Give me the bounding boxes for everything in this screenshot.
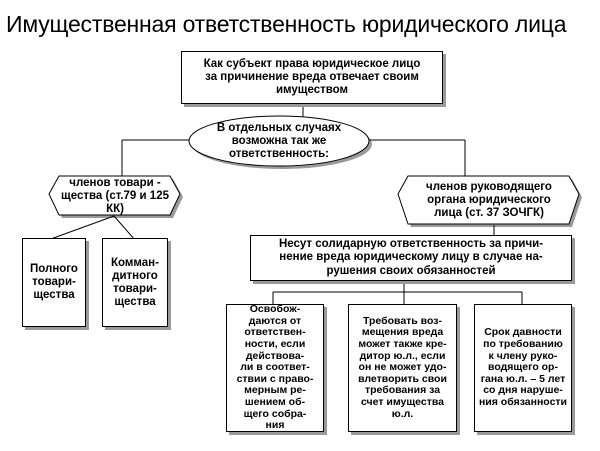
line-members-full [47, 215, 115, 241]
node-limitation: Срок давности по требованию к члену руко… [474, 304, 572, 432]
members-hex-shape [48, 175, 181, 216]
management-hex-shape [397, 175, 580, 225]
node-solidary-text: Несут солидарную ответственность за прич… [278, 237, 544, 277]
node-exempt-text: Освобож- даются от ответствен- ности, ес… [236, 304, 314, 432]
node-root-text: Как субъект права юридическое лицо за пр… [203, 58, 421, 96]
node-oval-text: В отдельных случаях возможна так же отве… [216, 121, 342, 160]
node-full-partnership: Полного товари- щества [22, 238, 86, 327]
line-members-limited [113, 215, 136, 241]
node-demand-text: Требовать воз- мещения вреда может также… [358, 314, 447, 420]
node-demand: Требовать воз- мещения вреда может также… [348, 304, 457, 432]
node-limited-partnership-text: Комман- дитного товари- щества [111, 256, 159, 308]
node-limited-partnership: Комман- дитного товари- щества [102, 238, 168, 327]
diagram-title: Имущественная ответственность юридическо… [6, 11, 567, 37]
node-limitation-text: Срок давности по требованию к члену руко… [478, 326, 568, 408]
node-solidary: Несут солидарную ответственность за прич… [250, 235, 572, 281]
node-members-text: членов товари - щества (ст.79 и 125 КК) [61, 176, 169, 215]
oval-shape [188, 115, 370, 167]
node-exempt: Освобож- даются от ответствен- ности, ес… [226, 304, 324, 432]
node-oval: В отдельных случаях возможна так же отве… [199, 118, 359, 164]
node-management: членов руководящего органа юридического … [406, 177, 572, 224]
node-full-partnership-text: Полного товари- щества [30, 263, 78, 301]
node-management-text: членов руководящего органа юридического … [426, 181, 552, 219]
node-members: членов товари - щества (ст.79 и 125 КК) [58, 177, 172, 215]
node-root: Как субъект права юридическое лицо за пр… [181, 51, 443, 104]
